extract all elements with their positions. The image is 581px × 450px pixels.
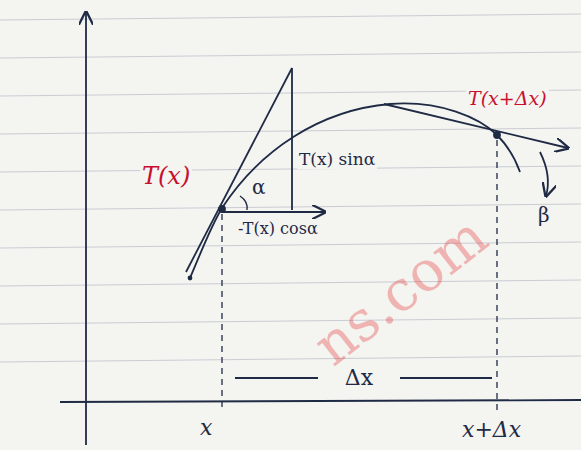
horizontal-component-label: -T(x) cosα [236, 220, 320, 238]
watermark: ns.com [302, 205, 498, 377]
drawing [60, 12, 581, 445]
tension-label: T(x+Δx) [466, 88, 549, 109]
angle-label: β [538, 204, 550, 226]
ruled-lines [0, 14, 581, 362]
tension-label: T(x) [140, 163, 192, 189]
axis-tick-label: x+Δx [460, 418, 523, 442]
axis-tick-label: x [198, 416, 214, 440]
vertical-component-label: T(x) sinα [297, 150, 377, 169]
angle-label: α [250, 176, 268, 198]
